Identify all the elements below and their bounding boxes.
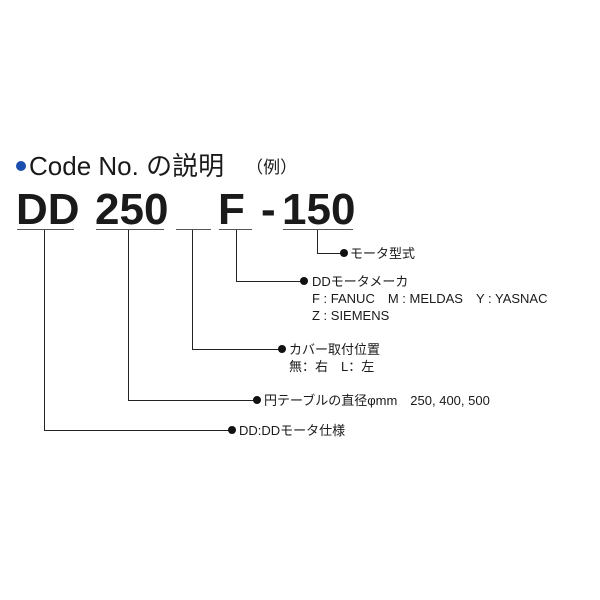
label-dd-spec: DD:DDモータ仕様 [239,423,346,438]
underline-dd [17,229,74,230]
connector-cover-vertical [192,230,193,349]
connector-dd-horizontal [44,430,230,431]
connector-cover-horizontal [192,349,280,350]
label-dd-maker-line1: F : FANUC M : MELDAS Y : YASNAC [312,291,548,306]
label-cover-line1: 無：右 L：左 [289,359,375,374]
connector-maker-vertical [236,230,237,281]
connector-model-horizontal [317,253,343,254]
bullet-icon [16,161,26,171]
dot-icon [228,426,236,434]
code-segment-diameter: 250 [95,185,169,234]
label-motor-model: モータ型式 [350,246,416,261]
connector-model-vertical [317,230,318,253]
underline-maker [219,229,252,230]
label-cover-heading: カバー取付位置 [289,342,381,357]
connector-dd-vertical [44,230,45,430]
code-segment-model: 150 [282,185,356,234]
label-dd-maker: DDモータメーカ F : FANUC M : MELDAS Y : YASNAC… [312,273,548,324]
dot-icon [340,249,348,257]
code-segment-dd: DD [16,185,80,234]
connector-diameter-horizontal [128,400,255,401]
label-cover-position: カバー取付位置 無：右 L：左 [289,341,380,375]
code-separator: - [261,185,276,234]
dot-icon [253,396,261,404]
underline-diameter [96,229,164,230]
connector-diameter-vertical [128,230,129,400]
diagram-title: Code No. の説明 （例） [16,151,297,183]
title-text: Code No. の説明 [29,151,225,181]
dot-icon [300,277,308,285]
title-example: （例） [246,158,298,177]
label-table-diameter: 円テーブルの直径φmm 250, 400, 500 [264,393,490,408]
dot-icon [278,345,286,353]
code-segment-maker: F [218,185,245,234]
underline-model [283,229,353,230]
label-dd-maker-heading: DDモータメーカ [312,274,409,289]
connector-maker-horizontal [236,281,303,282]
underline-cover [176,229,211,230]
label-dd-maker-line2: Z : SIEMENS [312,308,390,323]
